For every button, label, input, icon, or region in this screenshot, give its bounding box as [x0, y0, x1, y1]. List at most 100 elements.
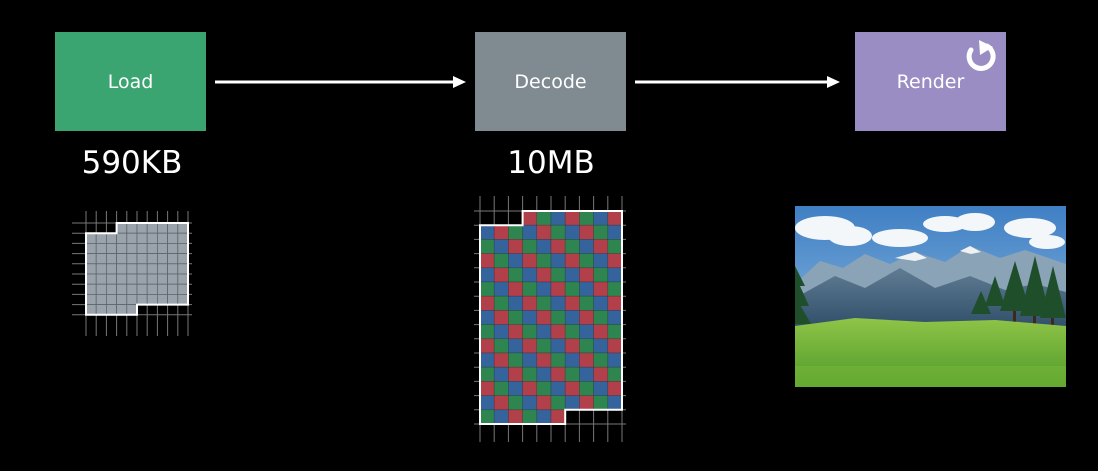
arrow-load-to-decode-icon	[215, 76, 466, 88]
pixel-cell	[522, 324, 538, 340]
pixel-cell	[508, 395, 523, 411]
pixel-cell	[593, 281, 609, 297]
pixel-cell	[167, 273, 179, 285]
pixel-cell	[508, 310, 523, 325]
pixel-cell	[146, 222, 158, 234]
pixel-cell	[593, 310, 609, 325]
pixel-cell	[593, 352, 609, 368]
pixel-cell	[493, 324, 509, 340]
pixel-cell	[564, 253, 580, 269]
pixel-cell	[167, 222, 179, 234]
pixel-cell	[522, 338, 538, 354]
pixel-cell	[85, 232, 97, 244]
pixel-cell	[177, 222, 189, 234]
pixel-cell	[146, 294, 158, 306]
pixel-cell	[550, 310, 566, 325]
pixel-cell	[536, 409, 552, 425]
pixel-cell	[479, 324, 495, 340]
pixel-cell	[126, 283, 138, 295]
pixel-cell	[106, 273, 118, 285]
pixel-cell	[508, 253, 523, 269]
pixel-cell	[522, 366, 538, 382]
pixel-cell	[536, 395, 552, 411]
pixel-cell	[479, 239, 495, 254]
pixel-cell	[85, 263, 97, 275]
pixel-cell	[136, 283, 148, 295]
pixel-cell	[177, 294, 189, 306]
pixel-cell	[564, 281, 580, 297]
pixel-cell	[607, 395, 623, 411]
data-outline	[85, 222, 189, 316]
pixel-cell	[607, 281, 623, 297]
pixel-cell	[522, 281, 538, 297]
pixel-cell	[106, 253, 118, 265]
pixel-cell	[126, 243, 138, 255]
pixel-cell	[593, 239, 609, 254]
pixel-cell	[522, 352, 538, 368]
stage-decode-label: Decode	[514, 70, 587, 93]
pixel-cell	[167, 253, 179, 265]
pixel-cell	[508, 324, 523, 340]
pixel-cell	[157, 232, 169, 244]
pixel-cell	[550, 381, 566, 396]
pixel-cell	[177, 243, 189, 255]
pixel-cell	[106, 263, 118, 275]
pixel-cell	[536, 295, 552, 311]
stage-load-label: Load	[107, 70, 154, 93]
pixel-cell	[136, 294, 148, 306]
pixel-cell	[579, 366, 594, 382]
pixel-cell	[593, 253, 609, 269]
pixel-cell	[126, 263, 138, 275]
pixel-cell	[579, 324, 594, 340]
pixel-cell	[126, 273, 138, 285]
pixel-cell	[95, 253, 107, 265]
pixel-cell	[564, 210, 580, 226]
size-load: 590KB	[81, 145, 183, 181]
pixel-cell	[593, 224, 609, 240]
pixel-cell	[85, 283, 97, 295]
pixel-cell	[536, 224, 552, 240]
pixel-cell	[564, 310, 580, 325]
pixel-cell	[607, 366, 623, 382]
pixel-cell	[550, 281, 566, 297]
pixel-cell	[564, 224, 580, 240]
pixel-cell	[493, 395, 509, 411]
pixel-cell	[116, 263, 128, 275]
pixel-cell	[522, 224, 538, 240]
pixel-cell	[177, 273, 189, 285]
pixel-cell	[157, 253, 169, 265]
pixel-cell	[508, 224, 523, 240]
pixel-cell	[536, 281, 552, 297]
pixel-cell	[177, 253, 189, 265]
pixel-cell	[522, 267, 538, 283]
pixel-cell	[116, 232, 128, 244]
stage-render-label: Render	[896, 70, 965, 93]
pixel-cell	[593, 338, 609, 354]
pixel-cell	[85, 294, 97, 306]
pixel-cell	[479, 310, 495, 325]
pixel-cell	[95, 283, 107, 295]
refresh-icon	[966, 40, 996, 71]
pixel-cell	[607, 224, 623, 240]
pixel-cell	[508, 281, 523, 297]
pixel-cell	[564, 381, 580, 396]
pixel-cell	[607, 381, 623, 396]
pixel-cell	[550, 239, 566, 254]
pixel-cell	[508, 409, 523, 425]
pixel-cell	[106, 283, 118, 295]
pixel-cell	[95, 294, 107, 306]
pixel-cell	[177, 283, 189, 295]
pixel-cell	[522, 310, 538, 325]
pixel-cell	[85, 243, 97, 255]
landscape-photo	[795, 206, 1066, 387]
pixel-cell	[167, 263, 179, 275]
pixel-cell	[85, 273, 97, 285]
pixel-cell	[508, 381, 523, 396]
pixel-cell	[493, 366, 509, 382]
pixel-cell	[136, 232, 148, 244]
pixel-cell	[508, 295, 523, 311]
pixel-cell	[579, 210, 594, 226]
pixel-cell	[146, 283, 158, 295]
pixel-cell	[536, 267, 552, 283]
pixel-cell	[95, 263, 107, 275]
